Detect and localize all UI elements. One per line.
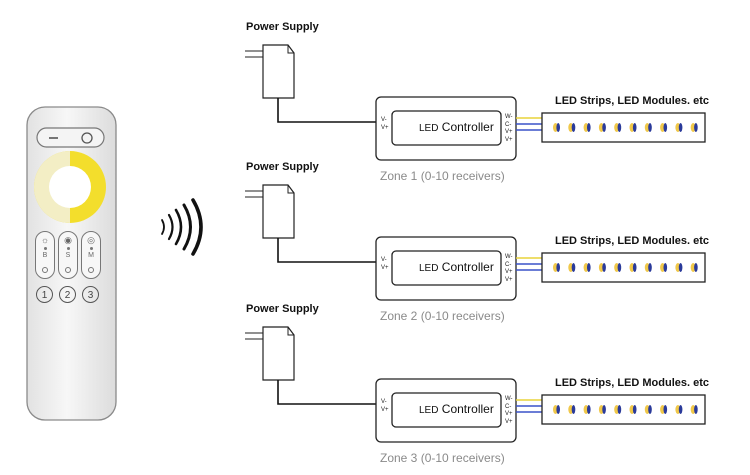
controller-name: Controller bbox=[441, 120, 494, 134]
led-cool-dot bbox=[556, 405, 560, 414]
zone-button-1[interactable]: 1 bbox=[36, 286, 53, 303]
led-cool-dot bbox=[694, 123, 698, 132]
dot-icon bbox=[66, 247, 70, 250]
output-pin-labels: W- C- V+ V+ bbox=[505, 114, 513, 143]
led-cool-dot bbox=[587, 263, 591, 272]
dc-cable bbox=[277, 98, 376, 123]
dot-icon bbox=[88, 267, 94, 273]
folded-corner bbox=[287, 327, 294, 336]
led-cool-dot bbox=[648, 263, 652, 272]
led-cool-dot bbox=[587, 405, 591, 414]
led-cool-dot bbox=[678, 263, 683, 272]
led-cool-dot bbox=[571, 263, 576, 272]
dc-cable bbox=[277, 238, 376, 263]
led-cool-dot bbox=[678, 405, 683, 414]
power-supply-label: Power Supply bbox=[246, 161, 319, 173]
dc-cable bbox=[277, 380, 376, 405]
led-cool-dot bbox=[617, 405, 622, 414]
led-cool-dot bbox=[602, 263, 606, 272]
led-cool-dot bbox=[648, 123, 652, 132]
power-supply-box bbox=[262, 326, 295, 381]
controller-inner-box bbox=[391, 392, 502, 428]
group-letter: M bbox=[88, 252, 94, 259]
led-cool-dot bbox=[632, 405, 637, 414]
strip-label: LED Strips, LED Modules. etc bbox=[555, 377, 710, 389]
output-pin-labels: W- C- V+ V+ bbox=[505, 254, 513, 283]
led-cool-dot bbox=[678, 123, 683, 132]
controller-prefix: LED bbox=[419, 405, 439, 416]
power-supply-box bbox=[262, 44, 295, 99]
led-cool-dot bbox=[617, 263, 622, 272]
remote-button-group[interactable] bbox=[35, 231, 55, 279]
dot-icon bbox=[43, 247, 47, 250]
folded-corner bbox=[287, 45, 294, 54]
remote-button-group[interactable] bbox=[81, 231, 101, 279]
on-mark-icon bbox=[81, 132, 93, 144]
led-cool-dot bbox=[663, 123, 668, 132]
led-cool-dot bbox=[602, 405, 606, 414]
controller-prefix: LED bbox=[419, 263, 439, 274]
zone-1-wiring bbox=[245, 44, 706, 161]
zone-label: Zone 1 (0-10 receivers) bbox=[380, 169, 505, 183]
dot-icon bbox=[42, 267, 48, 273]
group-top-icon: ◎ bbox=[87, 235, 95, 245]
led-cool-dot bbox=[602, 123, 606, 132]
input-pin-labels: V- V+ bbox=[381, 399, 389, 413]
wheel-center bbox=[49, 166, 91, 208]
zone-label: Zone 2 (0-10 receivers) bbox=[380, 309, 505, 323]
strip-label: LED Strips, LED Modules. etc bbox=[555, 235, 710, 247]
dot-icon bbox=[65, 267, 71, 273]
led-cool-dot bbox=[694, 405, 698, 414]
input-pin-labels: V- V+ bbox=[381, 257, 389, 271]
folded-corner bbox=[287, 185, 294, 194]
zone-2-wiring bbox=[245, 184, 706, 301]
led-cool-dot bbox=[617, 123, 622, 132]
led-cool-dot bbox=[587, 123, 591, 132]
led-cool-dot bbox=[663, 405, 668, 414]
zone-button-3[interactable]: 3 bbox=[82, 286, 99, 303]
led-cool-dot bbox=[571, 405, 576, 414]
controller-inner-box bbox=[391, 110, 502, 146]
input-pin-labels: V- V+ bbox=[381, 117, 389, 131]
controller-label: LED Controller bbox=[419, 402, 494, 416]
zone-button-2[interactable]: 2 bbox=[59, 286, 76, 303]
zone-label: Zone 3 (0-10 receivers) bbox=[380, 451, 505, 465]
led-cool-dot bbox=[663, 263, 668, 272]
controller-label: LED Controller bbox=[419, 120, 494, 134]
led-cool-dot bbox=[556, 123, 560, 132]
power-supply-box bbox=[262, 184, 295, 239]
group-top-icon: ☼ bbox=[40, 235, 50, 245]
group-top-icon: ◉ bbox=[64, 235, 72, 245]
output-pin-labels: W- C- V+ V+ bbox=[505, 396, 513, 425]
remote-button-group[interactable] bbox=[58, 231, 78, 279]
power-supply-label: Power Supply bbox=[246, 303, 319, 315]
strip-label: LED Strips, LED Modules. etc bbox=[555, 95, 710, 107]
controller-inner-box bbox=[391, 250, 502, 286]
zone-3-wiring bbox=[245, 326, 706, 443]
controller-label: LED Controller bbox=[419, 260, 494, 274]
group-letter: S bbox=[65, 252, 71, 259]
power-supply-label: Power Supply bbox=[246, 21, 319, 33]
led-cool-dot bbox=[694, 263, 698, 272]
signal-waves-icon bbox=[161, 198, 203, 256]
led-cool-dot bbox=[571, 123, 576, 132]
group-letter: B bbox=[42, 252, 48, 259]
controller-name: Controller bbox=[441, 260, 494, 274]
led-cool-dot bbox=[648, 405, 652, 414]
dot-icon bbox=[89, 247, 93, 250]
controller-prefix: LED bbox=[419, 123, 439, 134]
led-cool-dot bbox=[632, 123, 637, 132]
controller-name: Controller bbox=[441, 402, 494, 416]
led-cool-dot bbox=[632, 263, 637, 272]
led-cool-dot bbox=[556, 263, 560, 272]
